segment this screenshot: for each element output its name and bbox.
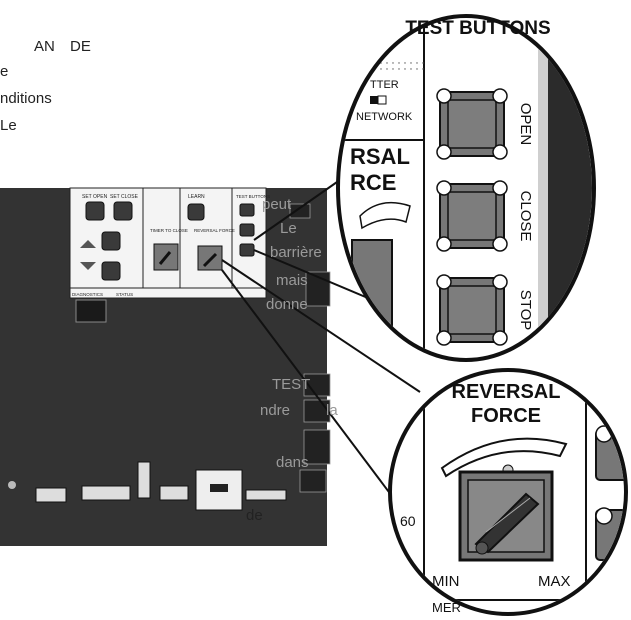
text-fragment: nditions: [0, 90, 52, 107]
set-open-board-button[interactable]: [85, 201, 105, 221]
open-label: OPEN: [517, 103, 534, 146]
circuit-board: SET OPEN SET CLOSE LEARN TEST BUTTONS TI…: [0, 187, 331, 546]
text-fragment: dans: [276, 454, 309, 471]
learn-board-button[interactable]: [187, 203, 205, 221]
force-scale-arc: [440, 437, 568, 478]
arrow-board-button[interactable]: [101, 231, 121, 251]
reversal-force-title: REVERSAL: [452, 381, 561, 403]
reversal-force-title: FORCE: [471, 405, 541, 427]
close-label: CLOSE: [517, 191, 534, 242]
test-open-board-button[interactable]: [239, 203, 255, 217]
text-fragment: de: [246, 507, 263, 524]
text-fragment: AN: [34, 38, 55, 55]
text-fragment: Le: [280, 220, 297, 237]
reversal-force-dial[interactable]: [458, 464, 554, 562]
diagnostic-display: [75, 299, 107, 323]
text-fragment: mais: [276, 272, 308, 289]
side-value-label: 60: [400, 513, 416, 529]
partial-heading: RSAL: [350, 144, 410, 169]
text-fragment: la: [326, 402, 338, 419]
test-buttons-title: TEST BUTTONS: [405, 18, 550, 39]
test-stop-board-button[interactable]: [239, 243, 255, 257]
set-open-label: SET OPEN: [82, 194, 108, 200]
partial-label: MER: [432, 600, 461, 615]
zoom-reversal-force: REVERSAL FORCE 60 MIN MAX MER: [388, 368, 628, 616]
reversal-label: REVERSAL FORCE: [194, 228, 235, 233]
status-label: STATUS: [116, 292, 133, 297]
arrow-board-button[interactable]: [101, 261, 121, 281]
min-label: MIN: [432, 573, 460, 590]
text-fragment: Le: [0, 117, 17, 134]
stop-label: STOP: [517, 290, 534, 331]
svg-text:TEST BUTTONS: TEST BUTTONS: [405, 18, 550, 39]
timer-label: TIMER TO CLOSE: [150, 228, 188, 233]
text-fragment: DE: [70, 38, 91, 55]
partial-heading: RCE: [350, 170, 396, 195]
diagnostics-label: DIAGNOSTICS: [72, 292, 103, 297]
partial-label: NETWORK: [356, 111, 413, 123]
partial-label: TTER: [370, 79, 399, 91]
max-label: MAX: [538, 573, 571, 590]
zoom-test-buttons: TEST BUTTONS TTER NETWORK RSAL RCE: [336, 14, 596, 362]
learn-label: LEARN: [188, 194, 205, 200]
text-fragment: donne: [266, 296, 308, 313]
test-stop-button[interactable]: [436, 274, 508, 346]
test-close-board-button[interactable]: [239, 223, 255, 237]
text-fragment: barrière: [270, 244, 322, 261]
test-open-button[interactable]: [436, 88, 508, 160]
text-fragment: peut: [262, 196, 292, 213]
set-close-label: SET CLOSE: [110, 194, 139, 200]
text-fragment: ndre: [260, 402, 291, 419]
set-close-board-button[interactable]: [113, 201, 133, 221]
text-fragment: e: [0, 63, 9, 80]
test-buttons-label: TEST BUTTONS: [236, 194, 270, 199]
text-fragment: TEST: [272, 376, 311, 393]
test-close-button[interactable]: [436, 180, 508, 252]
